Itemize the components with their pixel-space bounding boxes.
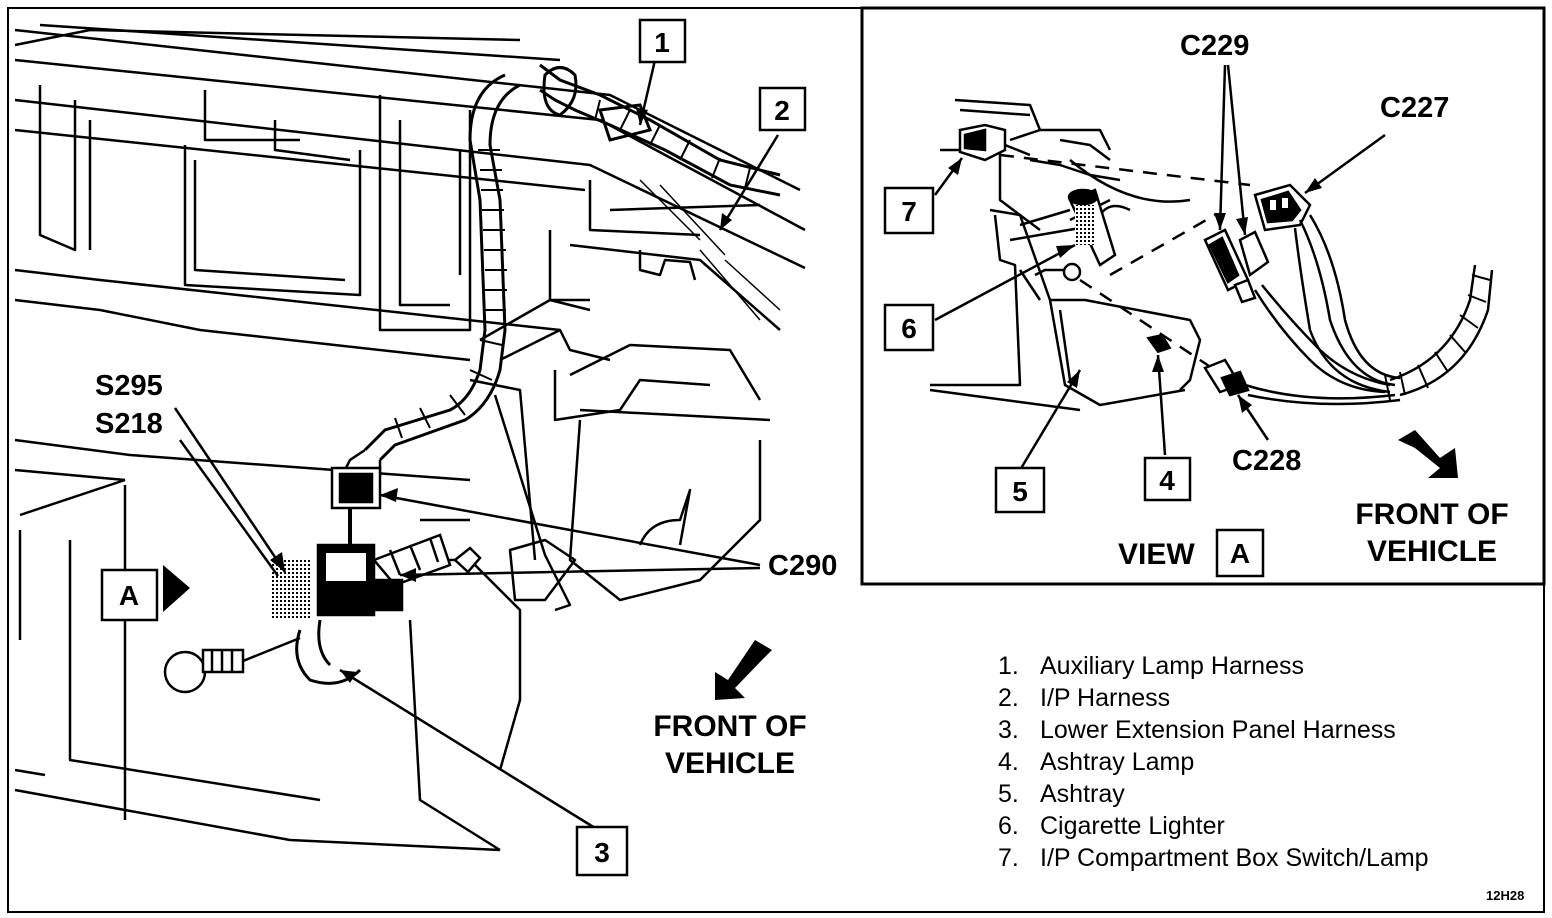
inset-harness-rings xyxy=(1384,274,1491,401)
connector-label-c228: C228 xyxy=(1232,445,1301,477)
callout-4-text: 4 xyxy=(1159,465,1175,496)
view-label-ref: A xyxy=(1230,538,1250,569)
splice-label-s295: S295 xyxy=(95,370,163,402)
callout-1-text: 1 xyxy=(654,27,670,58)
callout-7-text: 7 xyxy=(901,196,917,227)
ashtray-lamp-drawing xyxy=(1146,333,1172,354)
front-of-vehicle-line2: VEHICLE xyxy=(665,747,795,780)
legend-number: 4. xyxy=(998,748,1019,776)
inset-dash-lines xyxy=(999,153,1251,372)
callout-7: 7 xyxy=(883,186,935,235)
c227-connector-drawing xyxy=(1253,183,1312,232)
view-a-reference: A xyxy=(100,565,190,622)
legend-number: 3. xyxy=(998,716,1019,744)
legend-item: 2. I/P Harness xyxy=(998,682,1429,714)
component-legend: 1. Auxiliary Lamp Harness 2. I/P Harness 3… xyxy=(998,650,1429,874)
legend-number: 2. xyxy=(998,684,1019,712)
legend-text: I/P Compartment Box Switch/Lamp xyxy=(1040,844,1429,872)
connector-label-c227: C227 xyxy=(1380,92,1449,124)
inset-harness-drawing xyxy=(1244,214,1494,406)
c290-connector-drawing xyxy=(272,448,452,685)
inset-view-frame xyxy=(860,6,1546,586)
c228-connector-drawing xyxy=(1203,358,1250,397)
main-leader-lines xyxy=(173,59,780,830)
view-a-arrow-icon xyxy=(163,565,190,612)
cigarette-lighter-drawing xyxy=(1062,188,1117,282)
callout-4: 4 xyxy=(1143,456,1192,502)
legend-item: 1. Auxiliary Lamp Harness xyxy=(998,650,1429,682)
inset-drawing xyxy=(929,98,1202,412)
screw-bolt-icon xyxy=(163,546,482,694)
view-label-box xyxy=(1215,528,1265,578)
instrument-panel-drawing xyxy=(14,23,806,852)
legend-number: 5. xyxy=(998,780,1019,808)
legend-number: 1. xyxy=(998,652,1019,680)
front-of-vehicle-arrow-icon xyxy=(715,640,772,700)
callout-5: 5 xyxy=(994,466,1046,514)
connector-label-c229: C229 xyxy=(1180,30,1249,62)
callout-2: 2 xyxy=(758,86,807,132)
legend-text: Auxiliary Lamp Harness xyxy=(1040,652,1304,680)
callout-3-text: 3 xyxy=(594,837,610,868)
front-of-vehicle-line1: FRONT OF xyxy=(653,710,806,743)
callout-3: 3 xyxy=(575,825,629,877)
legend-text: Cigarette Lighter xyxy=(1040,812,1225,840)
figure-code: 12H28 xyxy=(1486,888,1525,903)
legend-text: I/P Harness xyxy=(1040,684,1171,712)
legend-item: 4. Ashtray Lamp xyxy=(998,746,1429,778)
callout-6: 6 xyxy=(883,303,935,352)
connector-label-c290: C290 xyxy=(768,550,837,582)
inset-front-of-vehicle-line1: FRONT OF xyxy=(1355,498,1508,531)
legend-item: 3. Lower Extension Panel Harness xyxy=(998,714,1429,746)
c229-connector-drawing xyxy=(1203,228,1270,304)
view-label: VIEW xyxy=(1118,538,1195,571)
callout-1: 1 xyxy=(638,18,687,64)
callout-2-text: 2 xyxy=(774,95,790,126)
legend-item: 5. Ashtray xyxy=(998,778,1429,810)
splice-label-s218: S218 xyxy=(95,408,163,440)
legend-item: 6. Cigarette Lighter xyxy=(998,810,1429,842)
main-arrowheads xyxy=(270,108,732,683)
inset-front-of-vehicle-line2: VEHICLE xyxy=(1367,535,1497,568)
legend-number: 7. xyxy=(998,844,1019,872)
callout-5-text: 5 xyxy=(1012,476,1028,507)
inset-arrowheads xyxy=(948,158,1322,413)
legend-text: Ashtray xyxy=(1040,780,1125,808)
legend-text: Ashtray Lamp xyxy=(1040,748,1195,776)
view-a-reference-text: A xyxy=(119,580,139,611)
legend-text: Lower Extension Panel Harness xyxy=(1040,716,1396,744)
legend-item: 7. I/P Compartment Box Switch/Lamp xyxy=(998,842,1429,874)
legend-number: 6. xyxy=(998,812,1019,840)
auxiliary-lamp-harness-drawing xyxy=(363,63,781,462)
harness-wrap-rings xyxy=(394,99,751,439)
callout-6-text: 6 xyxy=(901,313,917,344)
inset-front-of-vehicle-arrow-icon xyxy=(1398,430,1458,478)
compartment-switch-drawing xyxy=(958,123,1031,162)
